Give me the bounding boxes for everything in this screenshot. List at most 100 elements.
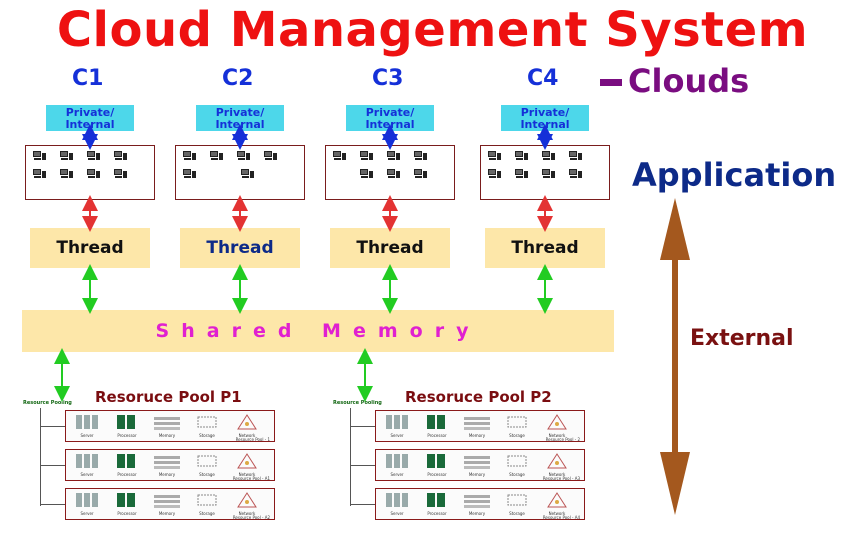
resource-item-label: Memory [468,433,486,438]
resource-item-memory: Memory [152,452,182,477]
pool-bracket-tick [40,504,65,505]
computer-icon [515,150,528,160]
pool-bracket-tick [350,504,375,505]
resource-item-storage: Storage [192,413,222,438]
resource-item-label: Server [80,472,94,477]
resource-item-label: Network [238,433,256,438]
memory-icon [464,456,490,469]
storage-icon [507,494,527,506]
resource-item-label: Server [80,433,94,438]
resource-item-network: Network [542,452,572,477]
resource-item-server: Server [382,452,412,477]
resource-item-processor: Processor [422,452,452,477]
resource-item-label: Memory [468,511,486,516]
computer-icon [487,168,501,178]
resource-pool-row-caption: Resource Pool - 2 [545,437,580,442]
computer-icon [387,168,401,178]
cloud-label-c1: C1 [72,66,104,91]
computer-icon [210,150,223,160]
computer-icon [237,150,251,160]
resource-item-memory: Memory [462,452,492,477]
external-double-arrow [660,198,690,515]
resource-item-label: Storage [509,472,525,477]
resource-item-memory: Memory [152,413,182,438]
application-box [25,145,155,200]
resource-item-label: Processor [427,511,447,516]
resource-item-processor: Processor [112,413,142,438]
resource-item-storage: Storage [502,491,532,516]
computer-icon [542,168,556,178]
resource-item-label: Processor [117,472,137,477]
resource-item-network: Network [232,413,262,438]
storage-icon [197,416,217,428]
application-box [325,145,455,200]
computer-icon [182,168,196,178]
resource-item-storage: Storage [192,452,222,477]
pool-bracket-tick [40,426,65,427]
resource-item-label: Storage [199,433,215,438]
cloud-label-c4: C4 [527,66,559,91]
resource-pooling-label: Resource Pooling [23,400,72,406]
server-icon [386,415,408,429]
computer-icon [332,150,346,160]
computer-icon [240,168,254,178]
resource-item-label: Memory [158,472,176,477]
computer-icon [264,150,278,160]
resource-item-label: Storage [509,433,525,438]
resource-item-label: Server [390,433,404,438]
thread-box: Thread [180,228,300,268]
computer-icon [569,150,583,160]
computer-icon [414,168,428,178]
memory-icon [154,456,180,469]
computer-icon [487,150,501,160]
network-icon [237,414,257,430]
storage-icon [507,416,527,428]
resource-item-label: Network [548,472,566,477]
resource-item-label: Memory [158,511,176,516]
computer-icon [182,150,196,160]
processor-icon [117,493,135,507]
computer-icon [114,168,128,178]
computer-icon [114,150,128,160]
thread-box: Thread [30,228,150,268]
memory-icon [464,495,490,508]
resource-item-memory: Memory [462,413,492,438]
resource-item-label: Network [548,433,566,438]
legend-swatch [600,79,622,86]
pool-bracket-line [350,408,351,506]
network-icon [547,492,567,508]
resource-pool-row-caption: Resource Pool - A3 [542,476,580,481]
memory-icon [154,417,180,430]
computer-icon [542,150,556,160]
computer-icon [87,168,101,178]
resource-pool-title: Resoruce Pool P2 [405,388,552,406]
computer-icon [569,168,583,178]
cloud-label-c3: C3 [372,66,404,91]
resource-item-label: Server [390,511,404,516]
shared-memory-bar: Shared Memory [22,310,614,352]
resource-item-label: Server [80,511,94,516]
application-label: Application [632,156,837,194]
private-internal-box: Private/ Internal [196,105,284,131]
pool-bracket-tick [40,465,65,466]
external-label: External [690,326,794,351]
resource-item-memory: Memory [152,491,182,516]
resource-item-server: Server [72,452,102,477]
pool-bracket-line [40,408,41,506]
computer-icon [32,150,46,160]
processor-icon [427,454,445,468]
server-icon [76,415,98,429]
storage-icon [197,494,217,506]
resource-item-server: Server [72,413,102,438]
resource-item-server: Server [72,491,102,516]
application-box [175,145,305,200]
resource-pool-row-caption: Resource Pool - 1 [235,437,270,442]
computer-icon [60,150,73,160]
server-icon [386,493,408,507]
network-icon [237,453,257,469]
